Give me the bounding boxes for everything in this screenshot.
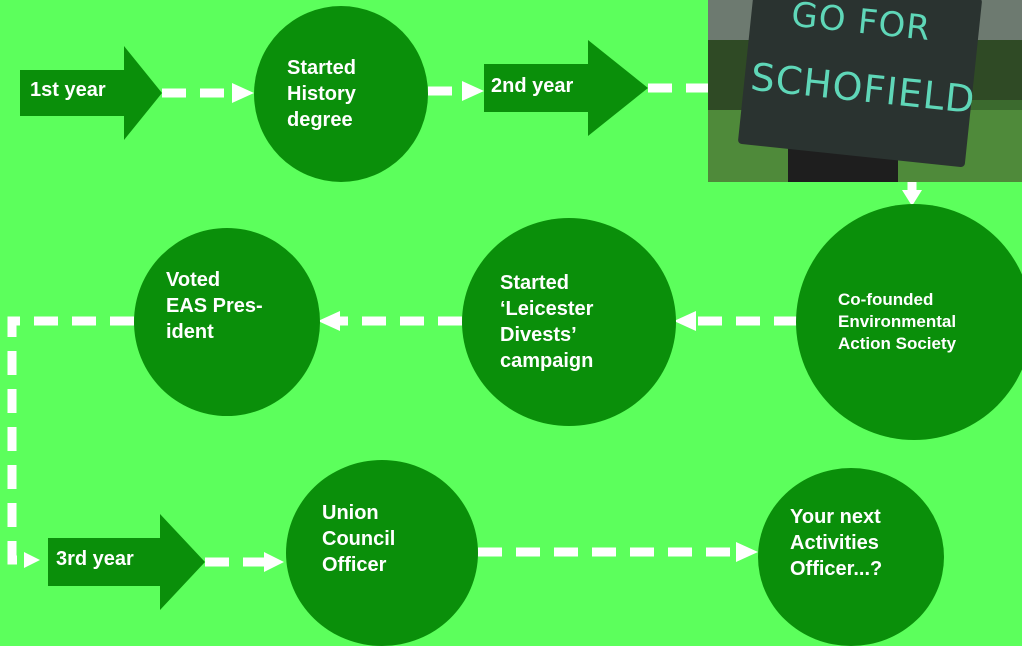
node-eas-cofounded-text: Co-founded Environmental Action Society <box>838 289 957 354</box>
arrowhead-next <box>736 542 758 562</box>
sign-text-line1: GO FOR <box>789 0 933 50</box>
campaign-photo: GO FOR SCHOFIELD <box>708 0 1022 182</box>
year-1st-label: 1st year <box>30 79 106 101</box>
node-next-activities-officer: Your next Activities Officer...? <box>758 468 944 646</box>
node-history-degree: Started History degree <box>254 6 428 182</box>
node-history-degree-text: Started History degree <box>287 57 356 131</box>
node-leicester-divests: Started ‘Leicester Divests’ campaign <box>462 218 676 426</box>
arrowhead-history <box>232 83 254 103</box>
node-eas-president-text: Voted EAS Pres- ident <box>166 269 263 343</box>
node-eas-president: Voted EAS Pres- ident <box>134 228 320 416</box>
protest-sign: GO FOR SCHOFIELD <box>737 0 983 168</box>
sign-text-line2: SCHOFIELD <box>748 54 978 123</box>
year-3rd-label: 3rd year <box>56 548 134 570</box>
node-next-activities-officer-text: Your next Activities Officer...? <box>790 506 883 580</box>
node-leicester-divests-text: Started ‘Leicester Divests’ campaign <box>500 272 594 372</box>
photo-hedge-right <box>968 40 1022 100</box>
node-union-council-officer-text: Union Council Officer <box>322 502 396 576</box>
arrowhead-president <box>318 311 340 331</box>
year-arrow-2nd-shape <box>484 40 648 136</box>
year-2nd-label: 2nd year <box>491 75 574 97</box>
arrowhead-divests <box>674 311 696 331</box>
arrowhead-2nd <box>462 81 484 101</box>
connector-president-to-3rd <box>7 316 134 565</box>
node-eas-cofounded: Co-founded Environmental Action Society <box>796 204 1022 440</box>
arrowhead-union <box>264 552 284 572</box>
year-arrow-3rd-shape <box>48 514 205 610</box>
year-arrow-1st-shape <box>20 46 162 140</box>
arrowhead-3rd <box>24 552 40 568</box>
node-union-council-officer: Union Council Officer <box>286 460 478 646</box>
arrowhead-eas <box>902 190 922 206</box>
